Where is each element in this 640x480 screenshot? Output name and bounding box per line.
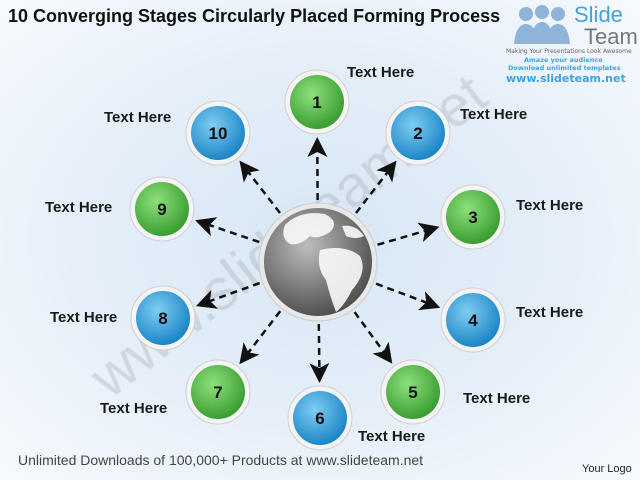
- globe-icon: [258, 202, 378, 322]
- stage-2-label[interactable]: Text Here: [460, 106, 528, 123]
- arrow-to-stage-9: [195, 217, 260, 244]
- stage-3-label[interactable]: Text Here: [516, 197, 584, 214]
- footer-text: Unlimited Downloads of 100,000+ Products…: [18, 452, 424, 468]
- stage-5-label[interactable]: Text Here: [463, 390, 531, 407]
- stage-7-circle[interactable]: 7: [185, 359, 251, 425]
- stage-1-label[interactable]: Text Here: [347, 64, 415, 81]
- stage-5-circle[interactable]: 5: [380, 359, 446, 425]
- arrow-to-stage-8: [195, 281, 261, 309]
- stage-6-label[interactable]: Text Here: [358, 428, 426, 445]
- stage-number: 3: [468, 208, 477, 227]
- arrow-to-stage-7: [239, 310, 282, 365]
- stage-8-label[interactable]: Text Here: [50, 309, 118, 326]
- stage-number: 5: [408, 383, 417, 402]
- stage-3-circle[interactable]: 3: [440, 184, 506, 250]
- stage-number: 1: [312, 93, 321, 112]
- arrow-to-stage-2: [354, 160, 397, 214]
- stage-number: 8: [158, 309, 167, 328]
- arrow-to-stage-5: [353, 311, 393, 364]
- stage-number: 10: [209, 124, 228, 143]
- stage-number: 7: [213, 383, 222, 402]
- stage-number: 6: [315, 409, 324, 428]
- stage-9-label[interactable]: Text Here: [45, 199, 113, 216]
- stage-2-circle[interactable]: 2: [385, 100, 451, 166]
- arrow-to-stage-3: [377, 222, 440, 246]
- arrow-to-stage-4: [375, 282, 441, 311]
- stage-9-circle[interactable]: 9: [129, 176, 195, 242]
- stage-10-circle[interactable]: 10: [185, 100, 251, 166]
- arrow-to-stage-6: [309, 323, 330, 384]
- stage-number: 4: [468, 311, 478, 330]
- stage-10-label[interactable]: Text Here: [104, 109, 172, 126]
- stage-8-circle[interactable]: 8: [130, 285, 196, 351]
- stage-number: 9: [157, 200, 166, 219]
- stage-7-label[interactable]: Text Here: [100, 400, 168, 417]
- arrow-to-stage-10: [239, 160, 282, 214]
- stage-6-circle[interactable]: 6: [287, 385, 353, 451]
- stage-4-circle[interactable]: 4: [440, 287, 506, 353]
- logo-placeholder: Your Logo: [582, 463, 632, 475]
- stage-number: 2: [413, 124, 422, 143]
- stage-1-circle[interactable]: 1: [284, 69, 350, 135]
- stage-4-label[interactable]: Text Here: [516, 304, 584, 321]
